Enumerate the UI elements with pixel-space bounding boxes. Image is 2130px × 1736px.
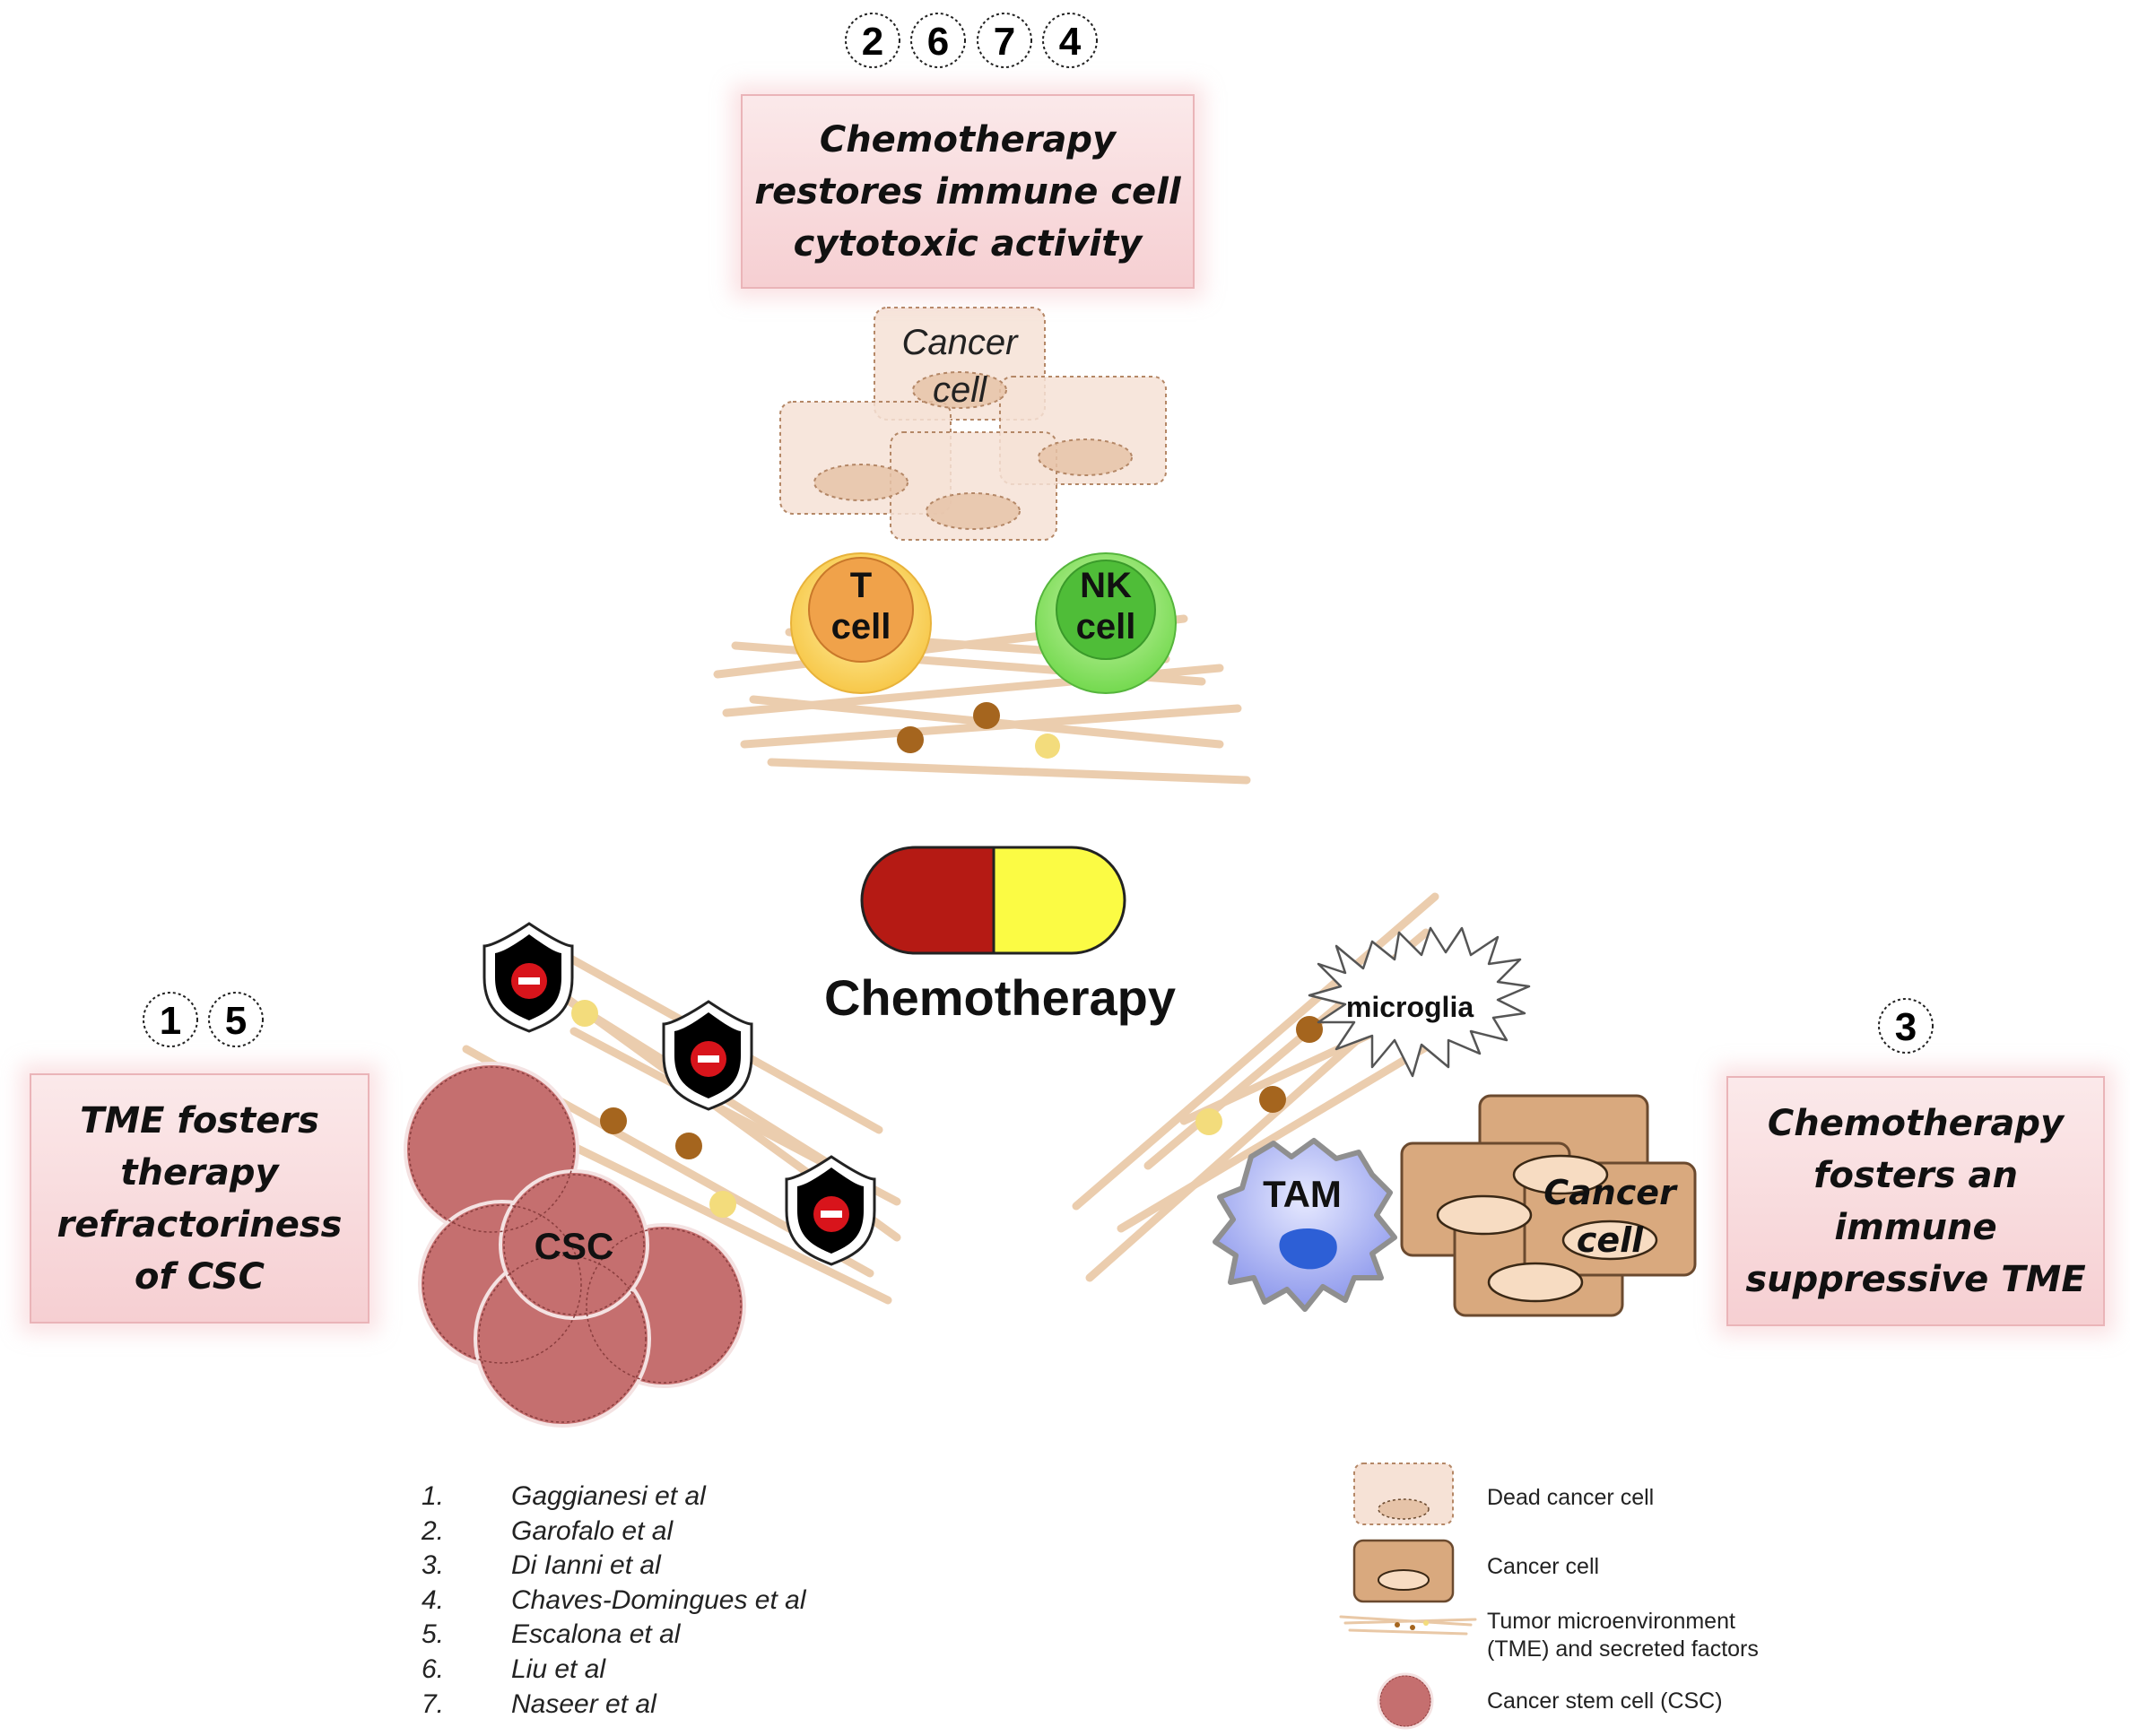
svg-text:Cancer: Cancer <box>1543 1173 1678 1212</box>
secreted-factors-left <box>571 1000 736 1218</box>
csc-icon <box>1377 1672 1434 1730</box>
microglia-icon <box>1308 926 1531 1078</box>
box-line: immune <box>1834 1206 1997 1248</box>
svg-text:1: 1 <box>160 999 181 1043</box>
cancer-cell-icon <box>1352 1539 1455 1603</box>
box-immune-suppressive-tme: Chemotherapy fosters an immune suppressi… <box>1726 1076 2105 1326</box>
svg-text:T: T <box>850 566 872 605</box>
t-cell: T cell <box>790 552 932 694</box>
tam-macrophage-icon <box>1213 1138 1397 1312</box>
reference-item: 5.Escalona et al <box>422 1619 681 1650</box>
reference-item: 7.Naseer et al <box>422 1688 656 1719</box>
reference-item: 3.Di Ianni et al <box>422 1550 661 1581</box>
chemotherapy-label: Chemotherapy <box>824 969 1176 1026</box>
reference-item: 1.Gaggianesi et al <box>422 1481 706 1511</box>
box-line: therapy <box>120 1151 279 1194</box>
svg-text:cell: cell <box>1076 607 1136 647</box>
badge-2: 2 <box>845 13 900 68</box>
chemotherapy-pill-icon <box>860 846 1126 955</box>
csc-cluster <box>404 1062 746 1428</box>
badge-6: 6 <box>910 13 966 68</box>
svg-text:5: 5 <box>225 999 247 1043</box>
shield-icon <box>785 1155 876 1266</box>
reference-item: 2.Garofalo et al <box>422 1515 674 1546</box>
cancer-cell-label: Cancer cell <box>1543 1173 1678 1260</box>
badge-4: 4 <box>1042 13 1098 68</box>
dead-cancer-cell-cluster <box>779 307 1167 541</box>
svg-text:cell: cell <box>831 607 891 647</box>
svg-text:3: 3 <box>1895 1005 1917 1049</box>
nk-cell: NK cell <box>1035 552 1177 694</box>
top-reference-badges: 2 6 7 4 <box>845 13 1098 68</box>
box-line: refractoriness <box>57 1203 343 1246</box>
box-line: of CSC <box>135 1255 265 1298</box>
left-reference-badges: 1 5 <box>143 992 264 1047</box>
svg-text:NK: NK <box>1080 566 1132 605</box>
box-line: Chemotherapy <box>819 118 1117 161</box>
legend-label-csc: Cancer stem cell (CSC) <box>1487 1688 1723 1714</box>
box-line: TME fosters <box>80 1099 319 1141</box>
box-line: Chemotherapy <box>1767 1102 2065 1144</box>
secreted-factors-top <box>897 702 1060 759</box>
svg-text:Cancer: Cancer <box>902 323 1020 362</box>
tam-label: TAM <box>1263 1173 1342 1215</box>
legend-label-cancer-cell: Cancer cell <box>1487 1554 1600 1579</box>
svg-text:cell: cell <box>1577 1220 1644 1260</box>
legend-label-tme: Tumor microenvironment (TME) and secrete… <box>1487 1609 1759 1662</box>
badge-3: 3 <box>1878 998 1934 1054</box>
badge-5: 5 <box>208 992 264 1047</box>
box-line: cytotoxic activity <box>793 222 1143 265</box>
secreted-factors-right <box>1195 1016 1323 1135</box>
badge-1: 1 <box>143 992 198 1047</box>
reference-item: 6.Liu et al <box>422 1654 606 1684</box>
box-line: restores immune cell <box>754 170 1181 213</box>
microglia-label: microglia <box>1346 991 1474 1023</box>
dead-cancer-cell-icon <box>1353 1463 1454 1525</box>
svg-text:2: 2 <box>862 20 883 64</box>
badge-7: 7 <box>977 13 1032 68</box>
shield-icon <box>483 922 574 1033</box>
svg-text:cell: cell <box>933 370 987 410</box>
box-immune-restoration: Chemotherapy restores immune cell cytoto… <box>741 94 1195 289</box>
svg-text:7: 7 <box>994 20 1015 64</box>
box-line: suppressive TME <box>1745 1258 2086 1300</box>
reference-list: 1.Gaggianesi et al 2.Garofalo et al 3.Di… <box>422 1480 906 1722</box>
legend-label-dead-cancer-cell: Dead cancer cell <box>1487 1485 1655 1510</box>
reference-item: 4.Chaves-Domingues et al <box>422 1584 806 1615</box>
dead-cancer-cell-label: Cancer cell <box>902 323 1020 410</box>
legend <box>1339 1463 1477 1730</box>
svg-text:4: 4 <box>1059 20 1082 64</box>
svg-text:6: 6 <box>927 20 949 64</box>
cancer-stem-cell <box>499 1169 649 1320</box>
tme-fibers-icon <box>1339 1615 1477 1636</box>
shield-icon <box>662 1000 753 1111</box>
box-line: fosters an <box>1813 1154 2018 1196</box>
csc-label: CSC <box>535 1225 614 1267</box>
box-therapy-refractoriness: TME fosters therapy refractoriness of CS… <box>30 1073 369 1324</box>
